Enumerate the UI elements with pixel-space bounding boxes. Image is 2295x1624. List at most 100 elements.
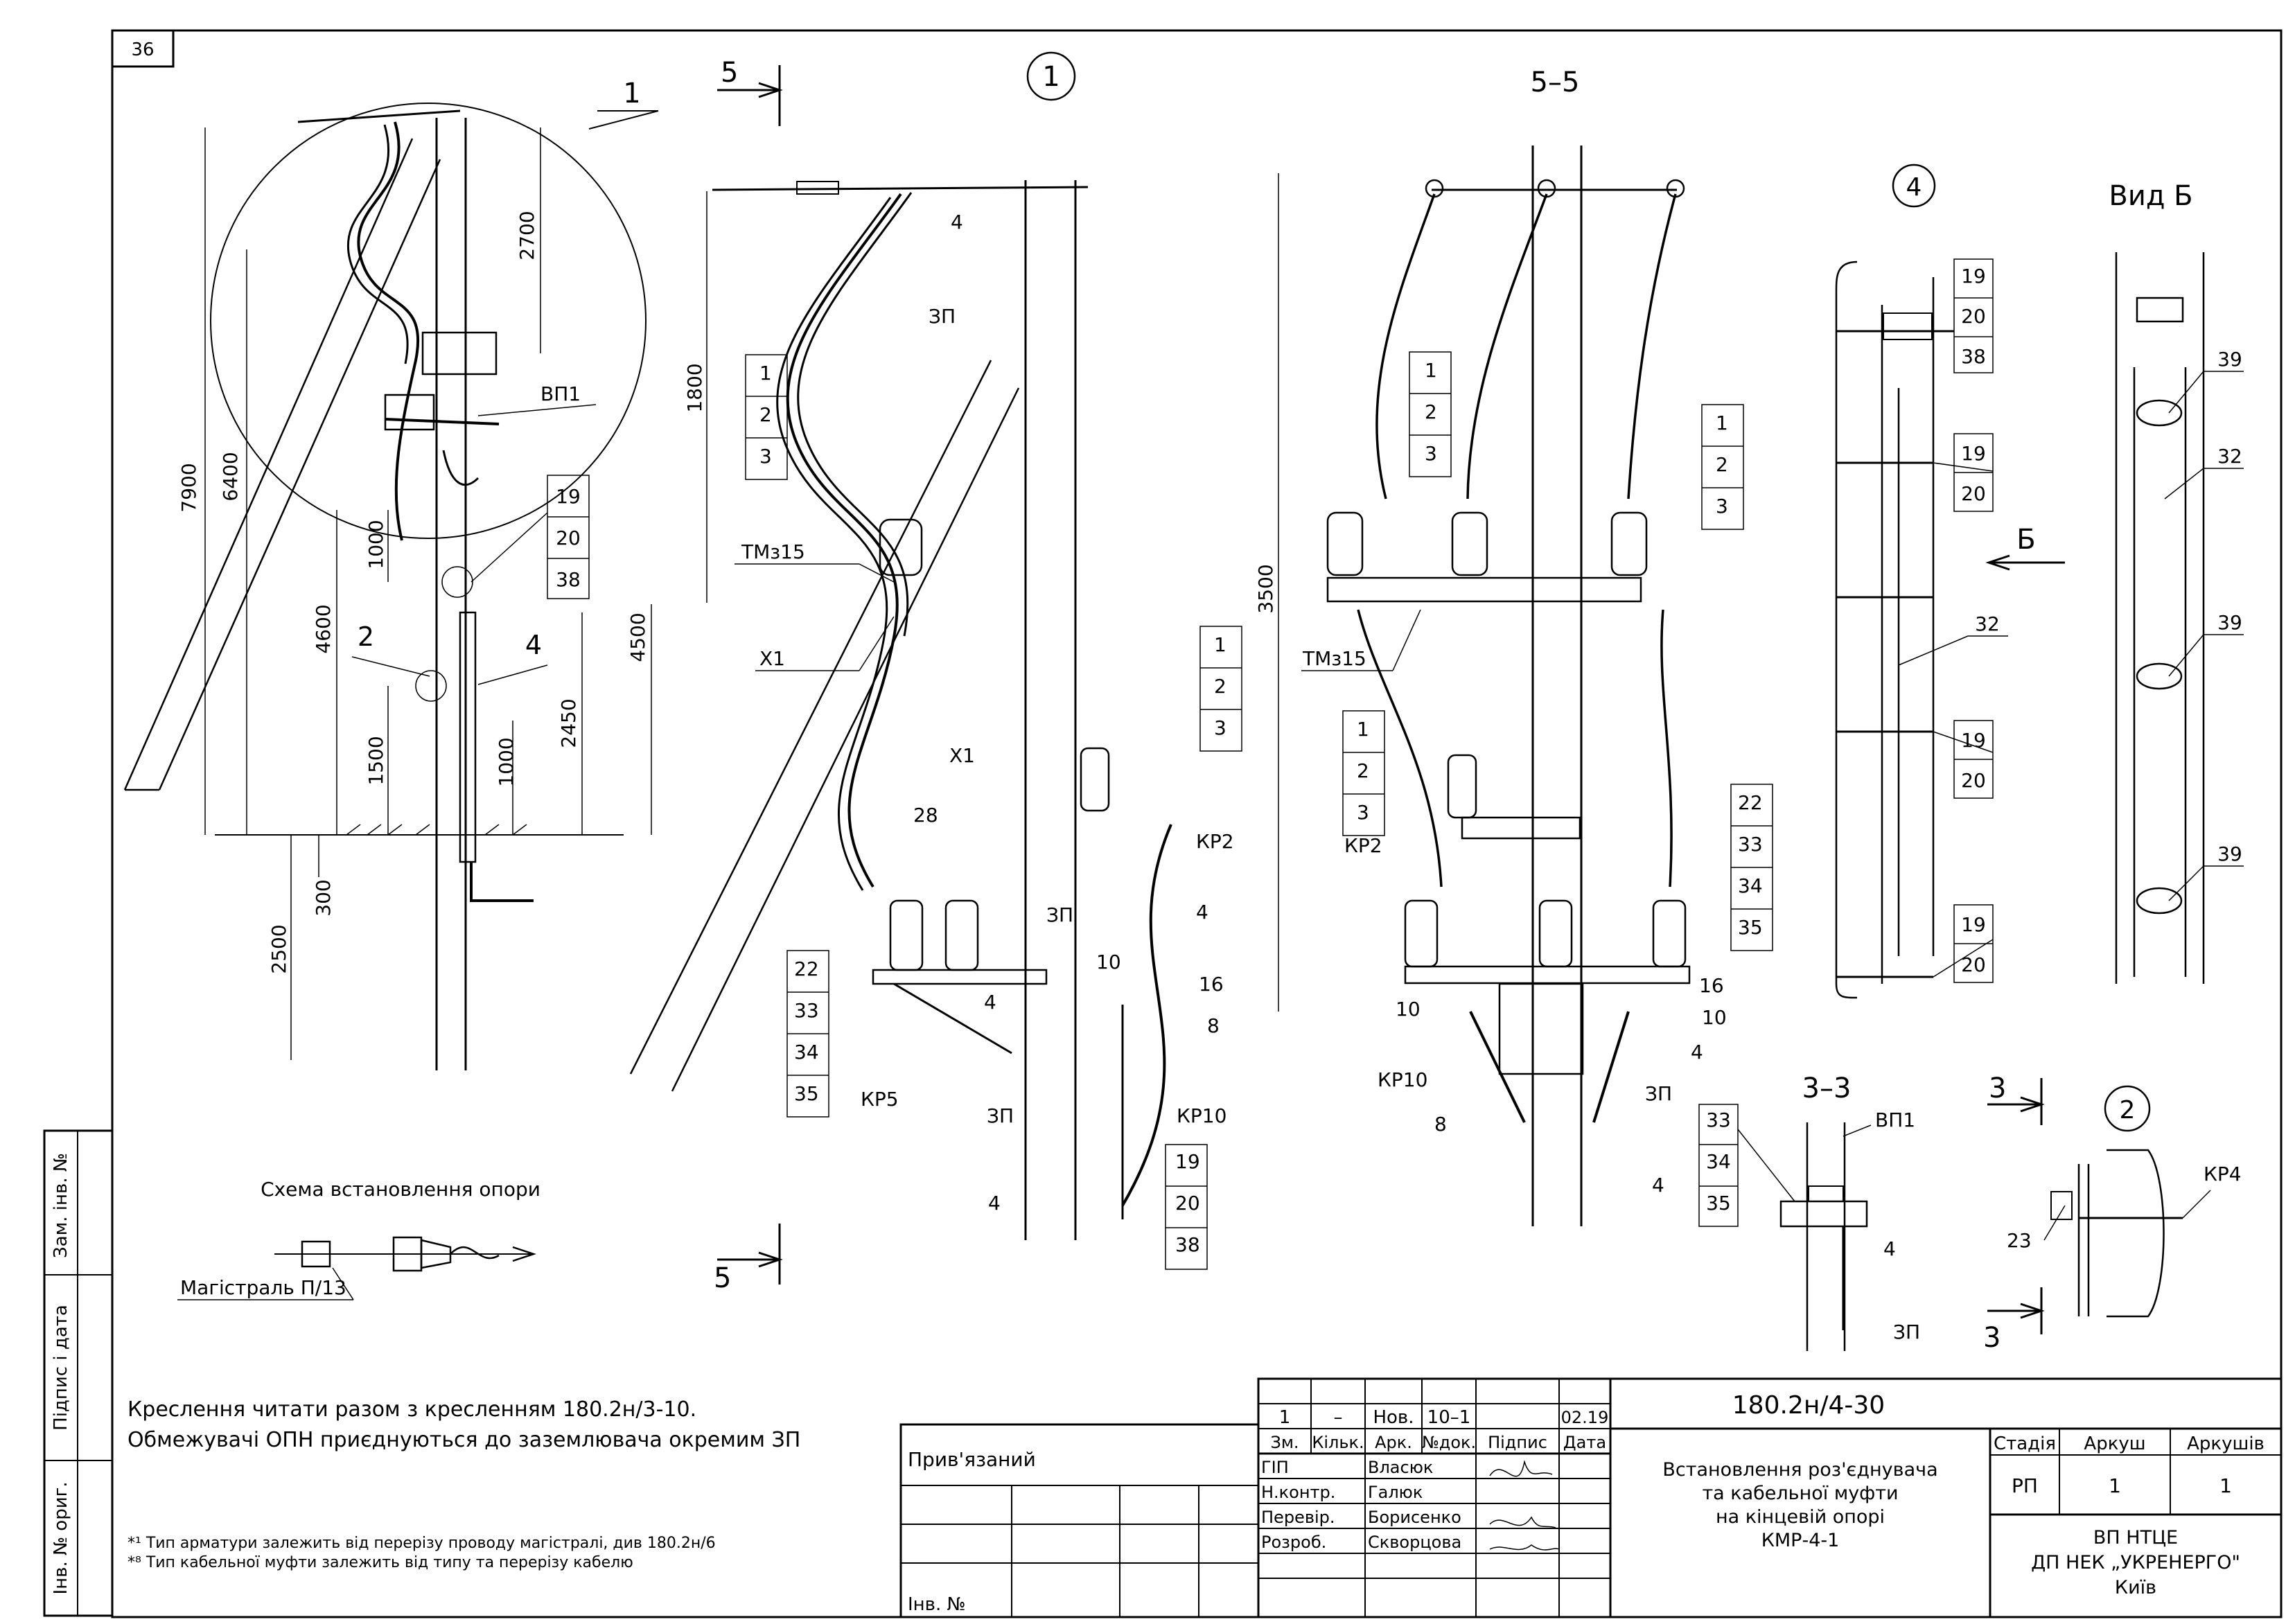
dim-300: 300 [312, 879, 335, 916]
view1-label-16: 16 [1199, 973, 1224, 996]
view1-label-4c: 4 [984, 991, 996, 1014]
view55-label-10b: 10 [1702, 1006, 1727, 1029]
dim-2700: 2700 [516, 211, 538, 260]
view1-label-8: 8 [1207, 1014, 1220, 1037]
scheme-line-label: Магістраль П/13 [180, 1276, 346, 1299]
viewb-label-39b: 39 [2217, 611, 2242, 634]
view1-label-3b: 3 [1214, 716, 1226, 739]
signature-scribble [1489, 1460, 1553, 1477]
view1-label-38: 38 [1175, 1233, 1200, 1256]
view55-label-8: 8 [1434, 1113, 1447, 1136]
section33-label-zp: ЗП [1893, 1321, 1920, 1343]
role-gip: ГІП [1261, 1458, 1289, 1477]
stamp-sign-date: Підпис і дата [51, 1305, 71, 1431]
org-line-1: ВП НТЦЕ [2093, 1527, 2178, 1548]
view55-label-4a: 4 [1691, 1041, 1703, 1063]
overview-label-vp1: ВП1 [540, 382, 581, 405]
detail4-label-32: 32 [1975, 612, 2000, 635]
view55-label-3c: 3 [1357, 801, 1369, 824]
dim-2500: 2500 [267, 924, 290, 973]
section33-label-vp1: ВП1 [1875, 1109, 1915, 1131]
detail-4: 4 19 20 38 19 20 32 19 20 19 20 [1835, 164, 2065, 999]
detail2-callout: 2 [2120, 1096, 2136, 1124]
view55-label-1b: 1 [1716, 412, 1728, 434]
rev-date: 02.19 [1561, 1408, 1609, 1427]
note-line-2: Обмежувачі ОПН приєднуються до заземлюва… [128, 1428, 800, 1452]
view55-label-kr10: КР10 [1378, 1068, 1427, 1091]
detail2-label-23: 23 [2007, 1229, 2032, 1252]
view1-label-zp-c: ЗП [987, 1104, 1014, 1127]
view1-label-1b: 1 [1214, 633, 1226, 656]
view-5-5: 5–5 1 2 3 [1301, 67, 1773, 1226]
detail4-label-38: 38 [1961, 345, 1986, 368]
description-line-2: та кабельної муфти [1702, 1483, 1898, 1504]
view1-label-3a: 3 [759, 445, 772, 468]
detail-2: 2 КР4 23 [2007, 1085, 2242, 1318]
view55-label-35: 35 [1738, 916, 1763, 939]
view55-label-zp: ЗП [1645, 1082, 1672, 1105]
sheet-header: Аркуш [2084, 1433, 2145, 1454]
view1-label-22: 22 [794, 957, 819, 980]
dim-2450: 2450 [557, 698, 580, 748]
dim-1500: 1500 [364, 736, 387, 785]
viewb-label-39a: 39 [2217, 348, 2242, 371]
overview-label-20: 20 [556, 527, 581, 549]
detail4-label-20d: 20 [1961, 953, 1986, 976]
section33-label-34: 34 [1706, 1150, 1731, 1173]
detail4-label-20c: 20 [1961, 769, 1986, 792]
view1-label-2b: 2 [1214, 675, 1226, 698]
view1-label-28: 28 [913, 804, 938, 827]
name-gip: Власюк [1368, 1458, 1433, 1477]
view55-label-10a: 10 [1396, 998, 1421, 1021]
view1-label-1a: 1 [759, 362, 772, 385]
overview-label-19: 19 [556, 485, 581, 508]
overview-callout-4: 4 [525, 630, 542, 660]
detail4-callout: 4 [1906, 173, 1922, 202]
rev-ndok: 10–1 [1427, 1407, 1471, 1428]
attach-table: Прив'язаний Інв. № [899, 1423, 1260, 1618]
view1-dim-3500: 3500 [1254, 564, 1277, 613]
rev-header-zm: Зм. [1270, 1433, 1299, 1452]
role-perevir: Перевір. [1261, 1508, 1335, 1527]
description-line-4: КМР-4-1 [1761, 1530, 1840, 1551]
dim-4500: 4500 [626, 612, 649, 662]
detail4-label-20a: 20 [1961, 305, 1986, 328]
view55-title: 5–5 [1531, 67, 1580, 98]
view1-label-zp-b: ЗП [1046, 903, 1073, 926]
org-line-3: Київ [2115, 1577, 2156, 1598]
view1-label-20: 20 [1175, 1192, 1200, 1215]
dim-4600: 4600 [312, 604, 335, 653]
view1-label-kr5: КР5 [861, 1088, 899, 1111]
rev-header-ndok: №док. [1422, 1433, 1476, 1452]
rev-header-date: Дата [1563, 1433, 1606, 1452]
overview-label-38: 38 [556, 568, 581, 591]
dim-7900: 7900 [177, 463, 200, 512]
view1-label-34: 34 [794, 1041, 819, 1063]
overview-callout-2: 2 [358, 621, 374, 652]
stamp-replace-inv: Зам. інв. № [51, 1153, 71, 1258]
role-nkontr: Н.контр. [1261, 1483, 1335, 1502]
view55-label-1c: 1 [1357, 718, 1369, 741]
side-stamp: Зам. інв. № Підпис і дата Інв. № ориг. [43, 1129, 114, 1617]
sheets-header: Аркушів [2187, 1433, 2265, 1454]
view1-label-tmz15: ТМз15 [741, 540, 805, 563]
view-b: Вид Б 39 32 39 39 [2109, 180, 2244, 984]
sheets-value: 1 [2219, 1474, 2232, 1497]
view55-label-16: 16 [1699, 974, 1724, 997]
section-3-bottom: 3 [1983, 1322, 2001, 1354]
view55-label-22: 22 [1738, 791, 1763, 814]
sheet-value: 1 [2109, 1474, 2121, 1497]
view55-label-33: 33 [1738, 833, 1763, 856]
role-rozrob: Розроб. [1261, 1533, 1326, 1552]
description-line-3: на кінцевій опорі [1716, 1506, 1885, 1528]
view55-label-1a: 1 [1425, 359, 1437, 382]
view1-label-kr10: КР10 [1177, 1104, 1226, 1127]
attach-inv-label: Інв. № [908, 1594, 966, 1615]
footnote-1: *¹ Тип арматури залежить від перерізу пр… [128, 1535, 716, 1552]
view-b-title: Вид Б [2109, 180, 2192, 212]
name-perevir: Борисенко [1368, 1508, 1461, 1527]
view1-label-zp-a: ЗП [929, 305, 956, 328]
view1-callout: 1 [1042, 61, 1059, 93]
installation-scheme: Схема встановлення опори Магістраль П/13 [177, 1178, 540, 1300]
